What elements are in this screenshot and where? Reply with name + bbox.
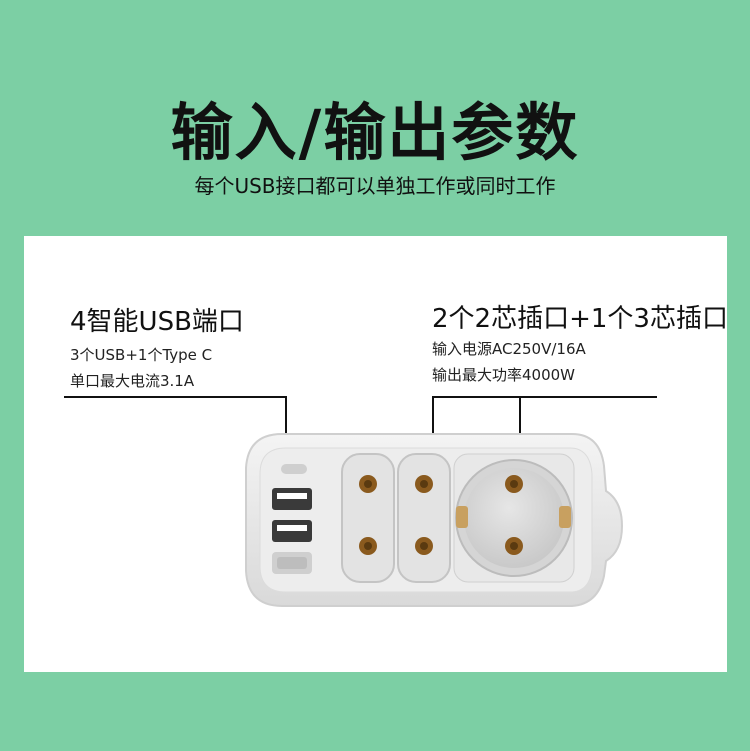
usb-ports-detail-2: 单口最大电流3.1A (70, 372, 195, 390)
usb-ports-detail-1: 3个USB+1个Type C (70, 346, 213, 364)
usb-leader-line-h (64, 396, 286, 398)
usb-port-2-tongue (277, 525, 307, 531)
two-pin-socket-2 (397, 453, 451, 583)
type-c-port-inner (277, 557, 307, 569)
power-strip-illustration (245, 433, 624, 607)
page-subtitle: 每个USB接口都可以单独工作或同时工作 (194, 174, 556, 198)
product-panel: 4智能USB端口 3个USB+1个Type C 单口最大电流3.1A 2个2芯插… (24, 236, 728, 672)
sockets-heading: 2个2芯插口+1个3芯插口 (432, 304, 728, 334)
three-pin-socket (453, 453, 575, 583)
usb-ports-heading: 4智能USB端口 (70, 307, 244, 337)
sockets-detail-1: 输入电源AC250V/16A (432, 340, 586, 358)
page-title: 输入/输出参数 (170, 96, 580, 169)
sockets-detail-2: 输出最大功率4000W (432, 366, 576, 384)
usb-port-1-tongue (277, 493, 307, 499)
socket-leader-line-h (432, 396, 657, 398)
indicator-light (281, 464, 307, 474)
usb-port-group (272, 464, 312, 574)
two-pin-socket-1 (341, 453, 395, 583)
